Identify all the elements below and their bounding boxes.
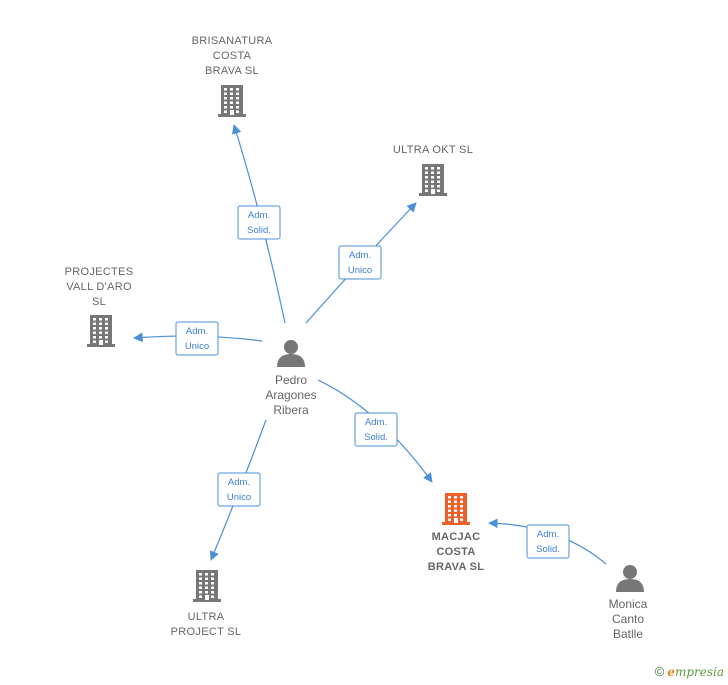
relation-label-text: Adm. [248,210,270,221]
company-name-line: ULTRA [188,611,225,623]
relation-label-text: Adm. [186,326,208,337]
relation-label-text: Unico [185,341,209,352]
relation-label-box [217,472,261,507]
building-icon [193,570,221,602]
company-name-line: BRAVA SL [428,561,485,573]
company-name-line: SL [92,296,106,308]
company-name-line: MACJAC [432,531,481,543]
relation-label-text: Solid. [536,544,560,555]
company-node-macjac[interactable]: MACJAC COSTA BRAVA SL [428,493,485,573]
brand-name: mpresia [674,665,724,679]
empresia-credit[interactable]: ©empresia [655,664,724,679]
copyright-symbol: © [654,664,665,679]
person-name-line: Pedro [275,373,307,387]
relation-pedro-brisanatura[interactable]: Adm. Solid. [231,124,286,324]
person-icon [616,565,644,592]
person-name-line: Monica [609,597,648,611]
relation-monica-macjac[interactable]: Adm. Solid. [488,518,607,565]
company-name-line: COSTA [213,50,252,62]
relation-label-box [526,524,570,559]
relation-label-text: Unico [227,492,251,503]
building-icon [419,164,447,196]
company-name-line: BRAVA SL [205,65,259,77]
company-name-line: VALL D'ARO [66,281,132,293]
company-name-line: PROJECTES [65,266,134,278]
building-icon [218,85,246,117]
building-icon [442,493,470,525]
relation-label-box [175,321,219,356]
company-name-line: COSTA [436,546,475,558]
company-name-line: PROJECT SL [171,626,242,638]
person-name-line: Batlle [613,627,643,641]
relation-pedro-macjac[interactable]: Adm. Solid. [317,379,433,483]
relation-label-box [237,205,281,240]
relation-label-text: Adm. [349,250,371,261]
relation-pedro-ultraokt[interactable]: Adm. Unico [305,202,417,324]
building-icon [87,315,115,347]
relation-label-text: Solid. [364,432,388,443]
relation-label-text: Solid. [247,225,271,236]
company-node-projectes[interactable]: PROJECTES VALL D'ARO SL [65,266,134,347]
relation-label-text: Unico [348,265,372,276]
relation-label-box [338,245,382,280]
company-name-line: BRISANATURA [192,35,273,47]
company-node-ultraokt[interactable]: ULTRA OKT SL [393,144,473,196]
relation-pedro-ultraproject[interactable]: Adm. Unico [209,419,267,561]
relation-label-text: Adm. [365,417,387,428]
relation-pedro-projectes[interactable]: Adm. Unico [133,321,263,356]
relation-label-box [354,412,398,447]
person-name-line: Aragones [265,388,316,402]
relation-label-text: Adm. [537,529,559,540]
brand-initial: e [667,665,675,679]
relation-label-text: Adm. [228,477,250,488]
company-node-brisanatura[interactable]: BRISANATURA COSTA BRAVA SL [192,35,273,117]
person-name-line: Canto [612,612,644,626]
company-name-line: ULTRA OKT SL [393,144,473,156]
company-node-ultraproject[interactable]: ULTRA PROJECT SL [171,570,242,638]
person-name-line: Ribera [273,403,309,417]
person-icon [277,340,305,367]
